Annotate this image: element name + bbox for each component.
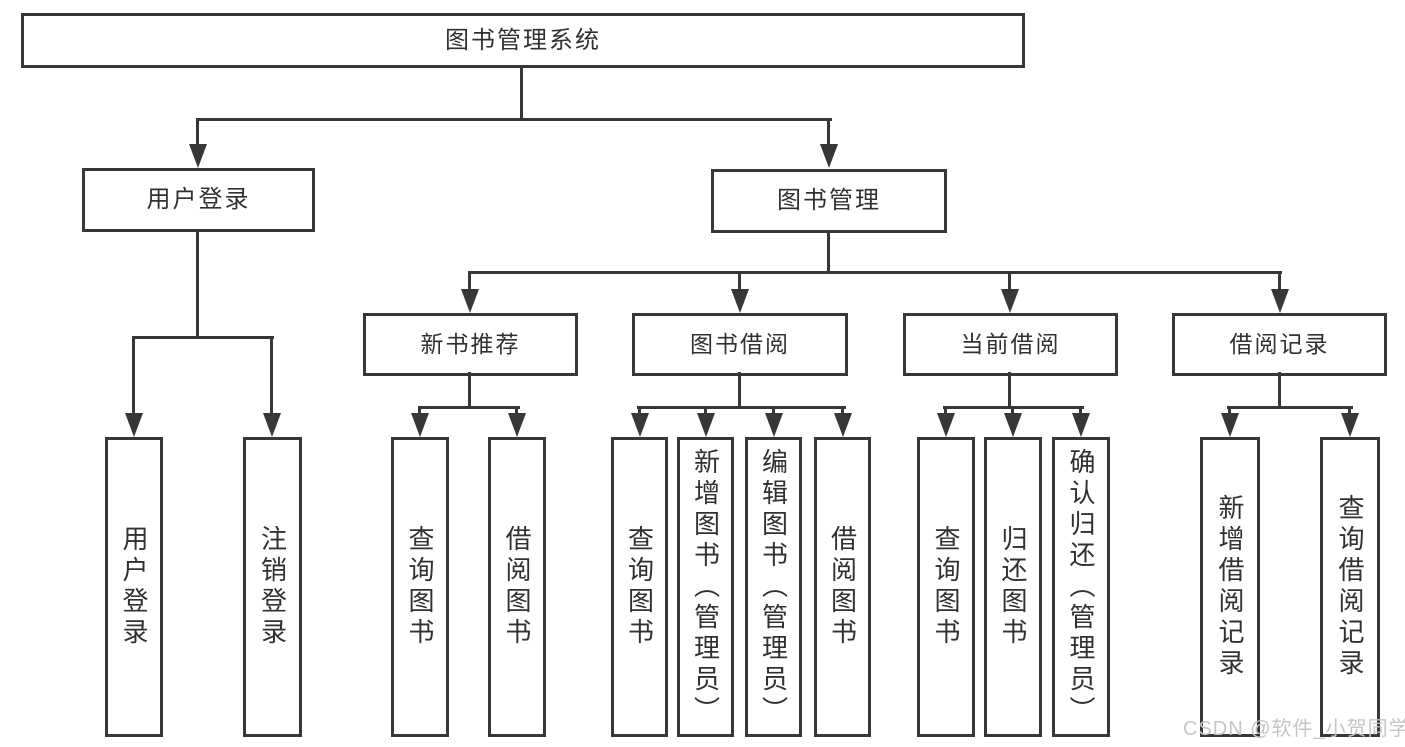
connector-line xyxy=(1227,406,1353,409)
connector-line xyxy=(270,336,273,417)
connector-line xyxy=(1008,372,1011,409)
connector-line xyxy=(520,66,523,120)
arrowhead-icon xyxy=(697,413,715,437)
connector-line xyxy=(418,406,421,417)
leaf-label: 编辑图书（管理员） xyxy=(758,447,789,727)
connector-line xyxy=(738,271,741,295)
connector-line xyxy=(196,230,199,339)
leaf-query-borrow-record: 查询借阅记录 xyxy=(1320,437,1380,737)
node-borrowing-records: 借阅记录 xyxy=(1172,313,1387,376)
connector-line xyxy=(1079,406,1082,417)
arrowhead-icon xyxy=(461,289,479,313)
leaf-label: 借阅图书 xyxy=(502,525,532,649)
node-label: 用户登录 xyxy=(146,186,251,213)
leaf-label: 查询图书 xyxy=(624,525,655,649)
connector-line xyxy=(1011,406,1014,417)
leaf-label: 查询图书 xyxy=(931,525,961,649)
node-label: 借阅记录 xyxy=(1229,331,1330,357)
leaf-label: 注销登录 xyxy=(257,525,288,649)
connector-line xyxy=(418,406,520,409)
leaf-label: 查询借阅记录 xyxy=(1335,494,1365,680)
leaf-borrow-books-recommend: 借阅图书 xyxy=(488,437,546,737)
node-label: 新书推荐 xyxy=(420,331,521,357)
node-label: 当前借阅 xyxy=(960,331,1061,357)
connector-line xyxy=(704,406,707,417)
connector-line xyxy=(468,271,471,295)
connector-line xyxy=(196,118,199,148)
leaf-user-login: 用户登录 xyxy=(105,437,163,737)
arrowhead-icon xyxy=(820,144,838,168)
arrowhead-icon xyxy=(731,289,749,313)
node-book-borrowing: 图书借阅 xyxy=(632,313,848,376)
leaf-query-books-borrow: 查询图书 xyxy=(611,437,668,737)
connector-line xyxy=(944,406,947,417)
node-label: 图书管理 xyxy=(777,187,881,214)
csdn-watermark: CSDN @软件_小贺同学 xyxy=(1183,718,1405,740)
arrowhead-icon xyxy=(411,413,429,437)
connector-line xyxy=(827,230,830,274)
connector-line xyxy=(468,372,471,409)
leaf-label: 用户登录 xyxy=(119,525,149,649)
arrowhead-icon xyxy=(765,413,783,437)
leaf-label: 借阅图书 xyxy=(827,525,858,649)
arrowhead-icon xyxy=(1001,289,1019,313)
node-new-book-recommendation: 新书推荐 xyxy=(363,313,578,376)
connector-line xyxy=(515,406,518,417)
connector-line xyxy=(132,336,135,417)
connector-line xyxy=(738,372,741,409)
arrowhead-icon xyxy=(189,144,207,168)
connector-line xyxy=(841,406,844,417)
connector-line xyxy=(1348,406,1351,417)
leaf-add-book-admin: 新增图书（管理员） xyxy=(677,437,734,737)
leaf-query-books-current: 查询图书 xyxy=(917,437,975,737)
leaf-confirm-return-admin: 确认归还（管理员） xyxy=(1052,437,1110,737)
arrowhead-icon xyxy=(1271,289,1289,313)
node-book-management: 图书管理 xyxy=(711,169,947,233)
connector-line xyxy=(197,118,832,121)
connector-line xyxy=(1008,271,1011,295)
connector-line xyxy=(132,336,274,339)
leaf-label: 确认归还（管理员） xyxy=(1066,447,1096,727)
connector-line xyxy=(637,406,846,409)
connector-line xyxy=(772,406,775,417)
arrowhead-icon xyxy=(508,413,526,437)
arrowhead-icon xyxy=(937,413,955,437)
node-library-management-system: 图书管理系统 xyxy=(21,13,1025,68)
arrowhead-icon xyxy=(1341,413,1359,437)
node-current-borrowing: 当前借阅 xyxy=(903,313,1118,376)
leaf-label: 新增图书（管理员） xyxy=(690,447,721,727)
leaf-label: 新增借阅记录 xyxy=(1215,494,1245,680)
leaf-label: 查询图书 xyxy=(405,525,435,649)
leaf-label: 归还图书 xyxy=(998,525,1028,649)
arrowhead-icon xyxy=(1004,413,1022,437)
node-label: 图书管理系统 xyxy=(445,26,601,54)
connector-line xyxy=(827,118,830,148)
arrowhead-icon xyxy=(631,413,649,437)
arrowhead-icon xyxy=(125,413,143,437)
arrowhead-icon xyxy=(834,413,852,437)
leaf-query-books-recommend: 查询图书 xyxy=(391,437,449,737)
connector-line xyxy=(1278,271,1281,295)
leaf-add-borrow-record: 新增借阅记录 xyxy=(1200,437,1260,737)
connector-line xyxy=(1278,372,1281,409)
arrowhead-icon xyxy=(263,413,281,437)
connector-line xyxy=(638,406,641,417)
leaf-logout: 注销登录 xyxy=(243,437,302,737)
arrowhead-icon xyxy=(1221,413,1239,437)
leaf-edit-book-admin: 编辑图书（管理员） xyxy=(745,437,802,737)
node-label: 图书借阅 xyxy=(690,331,790,357)
leaf-borrow-books: 借阅图书 xyxy=(814,437,871,737)
node-user-login: 用户登录 xyxy=(82,168,315,232)
leaf-return-books: 归还图书 xyxy=(984,437,1042,737)
connector-line xyxy=(1228,406,1231,417)
arrowhead-icon xyxy=(1072,413,1090,437)
connector-line xyxy=(468,271,1282,274)
